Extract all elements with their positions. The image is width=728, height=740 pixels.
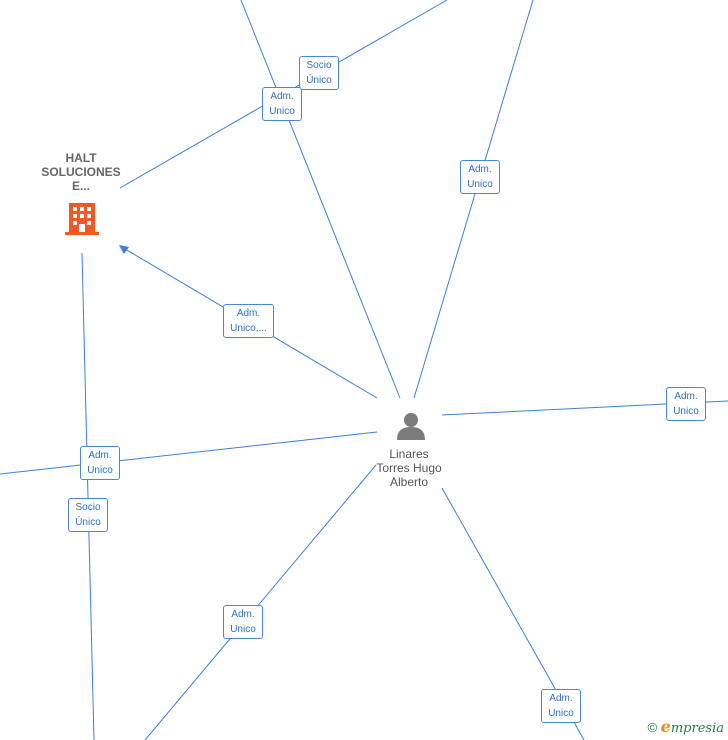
edge-label-adm-unico-multi[interactable]: Adm. Unico,... [223,304,274,338]
edge-line [240,0,401,399]
person-label-line: Linares [389,447,429,461]
edge-label-line: Adm. [549,693,573,704]
logo-text: mpresia [670,721,724,736]
edge-label-line: Adm. [674,391,698,402]
edge-label-adm-unico[interactable]: Adm. Unico [666,387,706,421]
edge-label-line: Unico,... [230,323,267,334]
person-label-line: Torres Hugo [376,461,442,475]
edge-label-adm-unico[interactable]: Adm. Unico [460,160,500,194]
company-node[interactable] [65,203,99,235]
company-label[interactable]: HALT SOLUCIONES E... [36,151,126,193]
edge-label-adm-unico[interactable]: Adm. Unico [541,689,581,723]
building-base [65,232,99,235]
edge-label-line: Único [306,75,332,86]
empresia-watermark: © empresia [647,717,724,736]
edge-label-line: Unico [87,465,113,476]
edge-label-line: Unico [269,106,295,117]
edge-label-line: Adm. [468,164,492,175]
person-node[interactable] [397,413,425,440]
arrow-head-icon [119,245,129,254]
company-label-line: SOLUCIONES [41,165,121,179]
edge-line [81,252,95,740]
person-icon [404,413,418,427]
edge-label-line: Socio [306,60,332,71]
edge-label-line: Adm. [231,609,255,620]
person-label-line: Alberto [389,475,429,489]
edge-label-line: Adm. [270,91,294,102]
edge-label-socio-unico[interactable]: Socio Único [68,498,108,532]
company-label-line: E... [71,179,90,193]
edge-line [413,0,534,399]
edge-label-line: Adm. [236,308,261,319]
person-label[interactable]: Linares Torres Hugo Alberto [364,447,454,489]
person-body [397,427,425,440]
edge-label-socio-unico[interactable]: Socio Único [299,56,339,90]
edge-label-line: Unico [467,179,493,190]
edge-line [0,431,378,475]
edge-label-line: Unico [230,624,256,635]
edge-label-adm-unico[interactable]: Adm. Unico [262,87,302,121]
copyright-symbol: © [647,720,658,735]
company-label-line: HALT [65,151,97,165]
edge-label-line: Unico [548,708,574,719]
edge-label-adm-unico[interactable]: Adm. Unico [223,605,263,639]
edge-label-line: Único [75,517,101,528]
edge-label-line: Socio [75,502,101,513]
empresia-logo: empresia [661,717,724,736]
logo-initial: e [660,717,671,736]
building-windows [73,207,91,232]
edge-label-line: Adm. [88,450,112,461]
edge-label-line: Unico [673,406,699,417]
edge-line [144,464,377,740]
edge-label-adm-unico[interactable]: Adm. Unico [80,446,120,480]
